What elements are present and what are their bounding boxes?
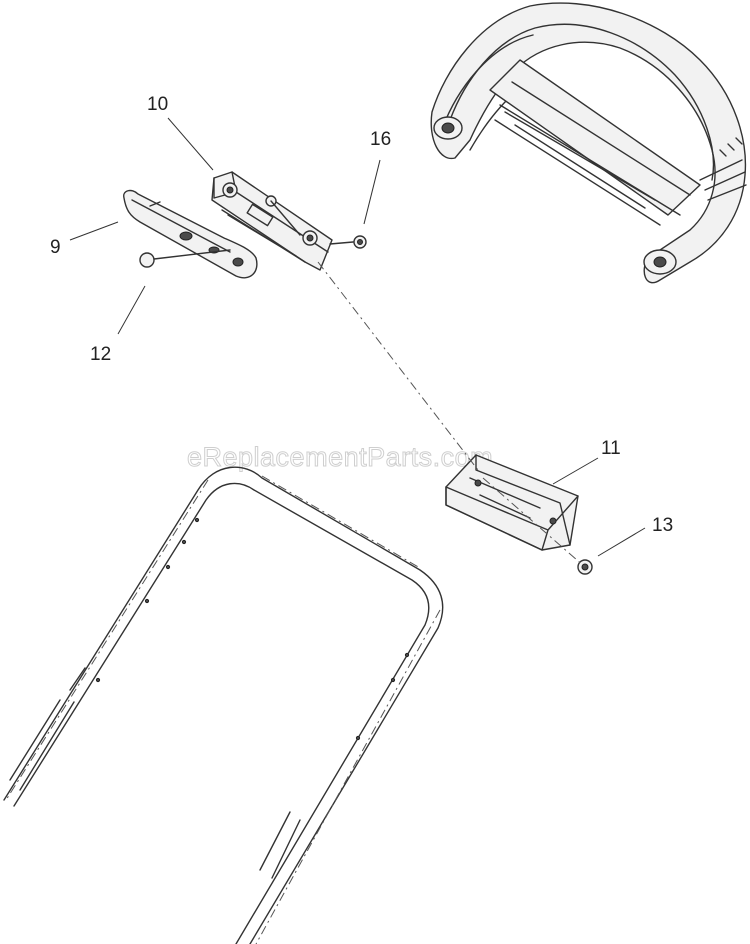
- alignment-line: [317, 261, 586, 568]
- callout-11: 11: [601, 438, 621, 459]
- leader-16: [363, 159, 381, 225]
- callout-13: 13: [652, 515, 673, 536]
- leader-11: [552, 457, 599, 485]
- part-10-bracket: [211, 171, 333, 271]
- part-16-nut: [329, 235, 367, 249]
- handle-grip-assembly: [430, 2, 747, 284]
- leader-12: [117, 285, 146, 335]
- part-9-lever: [123, 189, 258, 279]
- leader-9: [69, 221, 119, 241]
- callout-10: 10: [147, 94, 168, 115]
- callout-12: 12: [90, 344, 111, 365]
- part-12-pin: [139, 249, 231, 268]
- callout-9: 9: [50, 237, 61, 258]
- part-11-plate: [445, 454, 579, 551]
- leader-10: [167, 117, 214, 171]
- callout-16: 16: [370, 129, 391, 150]
- leader-13: [597, 527, 646, 557]
- upper-handle-tube: [3, 466, 444, 944]
